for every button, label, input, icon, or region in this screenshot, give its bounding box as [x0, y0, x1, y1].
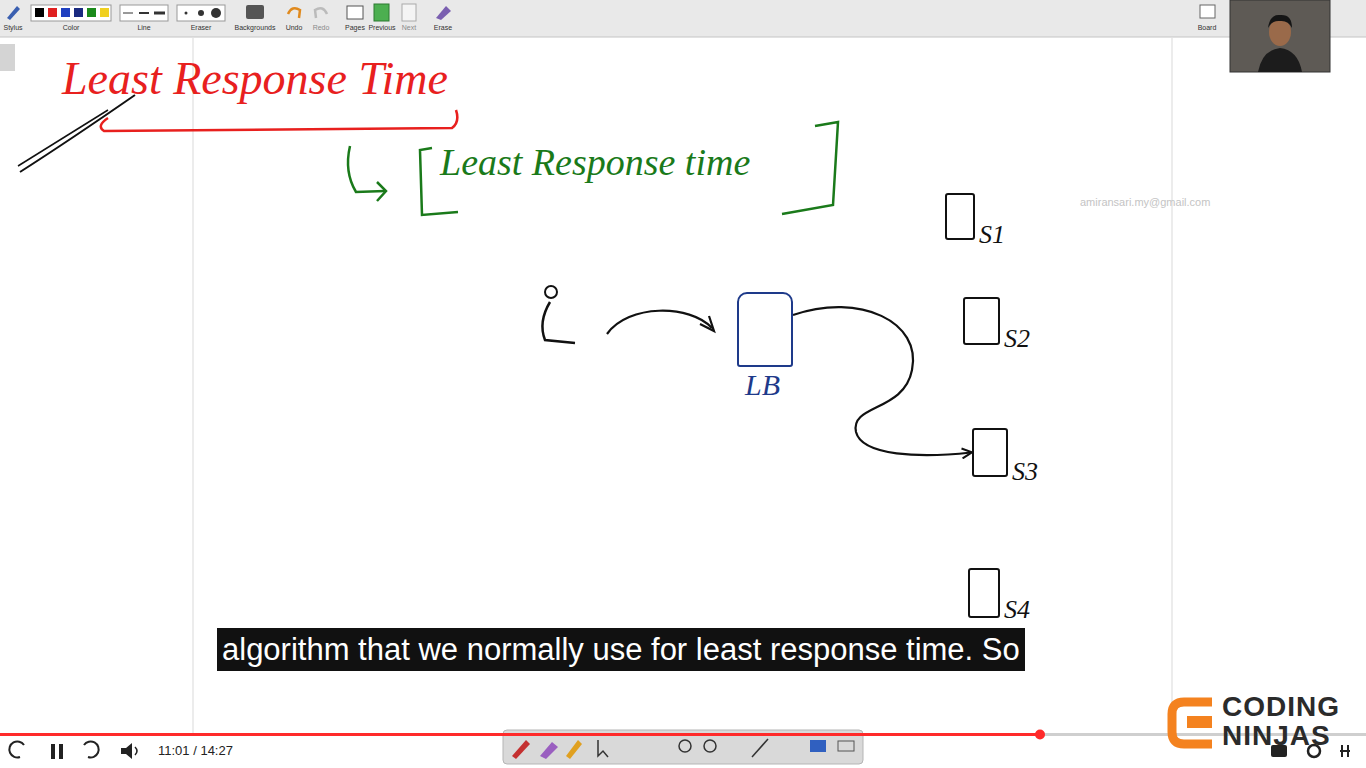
toolbar-label: Next [402, 24, 416, 32]
pen-scribble [18, 110, 108, 166]
next-icon [402, 4, 416, 21]
margin-line [192, 38, 194, 733]
erase-icon [436, 6, 451, 20]
server-label: S4 [1004, 596, 1030, 625]
previous-icon [374, 4, 389, 21]
eraser-dot [211, 8, 221, 18]
title-underline [101, 110, 458, 131]
server-node: S1 [945, 193, 1007, 250]
progress-knob [1035, 730, 1045, 740]
webcam-border [1230, 0, 1330, 72]
server-box [945, 193, 975, 240]
eraser-dot [185, 12, 188, 15]
board-title: Least Response Time [62, 54, 448, 105]
progress-track [0, 733, 1366, 736]
load-balancer-node: LB [737, 292, 793, 401]
logo-mark-bar [1187, 716, 1212, 728]
toolbar-label: Backgrounds [235, 24, 276, 32]
server-label: S3 [1012, 458, 1038, 487]
pen-tool-icon [512, 740, 530, 759]
webcam-frame [1230, 0, 1330, 72]
toolbar-label: Eraser [191, 24, 212, 32]
server-box [972, 428, 1008, 477]
load-balancer-label: LB [745, 368, 780, 401]
toolbar-label: Undo [286, 24, 303, 32]
pages-icon [347, 6, 363, 19]
green-hook-arrowhead [377, 182, 386, 201]
toolbar-label: Color [63, 24, 80, 32]
backgrounds-icon [246, 5, 264, 19]
line-tool-icon [752, 739, 768, 757]
zoom-icon [679, 740, 691, 752]
color-swatch [61, 8, 70, 17]
toolbar-label: Pages [345, 24, 365, 32]
eraser-dot [198, 10, 204, 16]
logo-mark [1172, 702, 1212, 744]
toolbar-label: Stylus [3, 24, 22, 32]
client-head [545, 286, 557, 298]
line-sample [154, 12, 165, 15]
toolbar-label: Line [137, 24, 150, 32]
client-body [542, 302, 575, 343]
server-label: S1 [979, 221, 1005, 250]
server-node: S2 [963, 297, 1032, 354]
line-sample [139, 12, 149, 14]
volume-icon [121, 743, 132, 759]
color-swatch [48, 8, 57, 17]
presenter-body [1258, 48, 1302, 72]
margin-line [1171, 38, 1173, 733]
progress-played [0, 733, 1040, 736]
zoom-icon [704, 740, 716, 752]
rewind-icon [9, 741, 24, 757]
pause-icon [59, 744, 63, 759]
server-box [963, 297, 1000, 345]
line-tray [120, 5, 168, 21]
toolbar-border [0, 37, 1366, 38]
pointer-icon [598, 740, 608, 757]
video-subtitle: algorithm that we normally use for least… [217, 628, 1025, 671]
toolbar-label: Board [1198, 24, 1217, 32]
routing-arrow [793, 307, 971, 455]
volume-wave [135, 747, 137, 755]
server-box [968, 568, 1000, 618]
green-close-bracket [782, 122, 838, 214]
color-swatch [100, 8, 109, 17]
pen-scribble [20, 95, 135, 172]
client-request-arrow [607, 311, 712, 334]
toolbar-background [0, 0, 1366, 37]
server-node: S3 [972, 428, 1040, 487]
watermark: amiransari.my@gmail.com [1080, 196, 1210, 208]
presenter-hair [1268, 15, 1292, 28]
side-tab [0, 44, 15, 71]
toolbar-label: Erase [434, 24, 452, 32]
eraser-tray [177, 5, 225, 21]
logo-text: NINJAS [1222, 722, 1331, 750]
server-node: S4 [968, 568, 1032, 625]
board-note: Least Response time [440, 142, 750, 184]
video-time: 11:01 / 14:27 [158, 744, 233, 758]
color-swatch [74, 8, 83, 17]
board-icon [1200, 5, 1215, 18]
color-swatch [87, 8, 96, 17]
client-request-arrowhead [700, 316, 714, 331]
keyboard-icon [838, 741, 854, 751]
pause-icon [51, 744, 55, 759]
stylus-icon [7, 6, 20, 20]
server-label: S2 [1004, 325, 1030, 354]
highlighter-icon [566, 740, 582, 759]
redo-icon [315, 8, 327, 18]
undo-icon [288, 8, 300, 18]
forward-icon [84, 741, 99, 757]
toolbar-label: Previous [368, 24, 395, 32]
fullscreen-icon [1340, 745, 1350, 757]
logo-text: CODING [1222, 693, 1340, 721]
load-balancer-box [737, 292, 793, 367]
toolbar-label: Redo [313, 24, 330, 32]
line-sample [123, 13, 133, 14]
color-tray [31, 5, 111, 21]
color-swatch [35, 8, 44, 17]
eraser-tool-icon [540, 742, 558, 759]
board-tool-icon [810, 740, 826, 752]
